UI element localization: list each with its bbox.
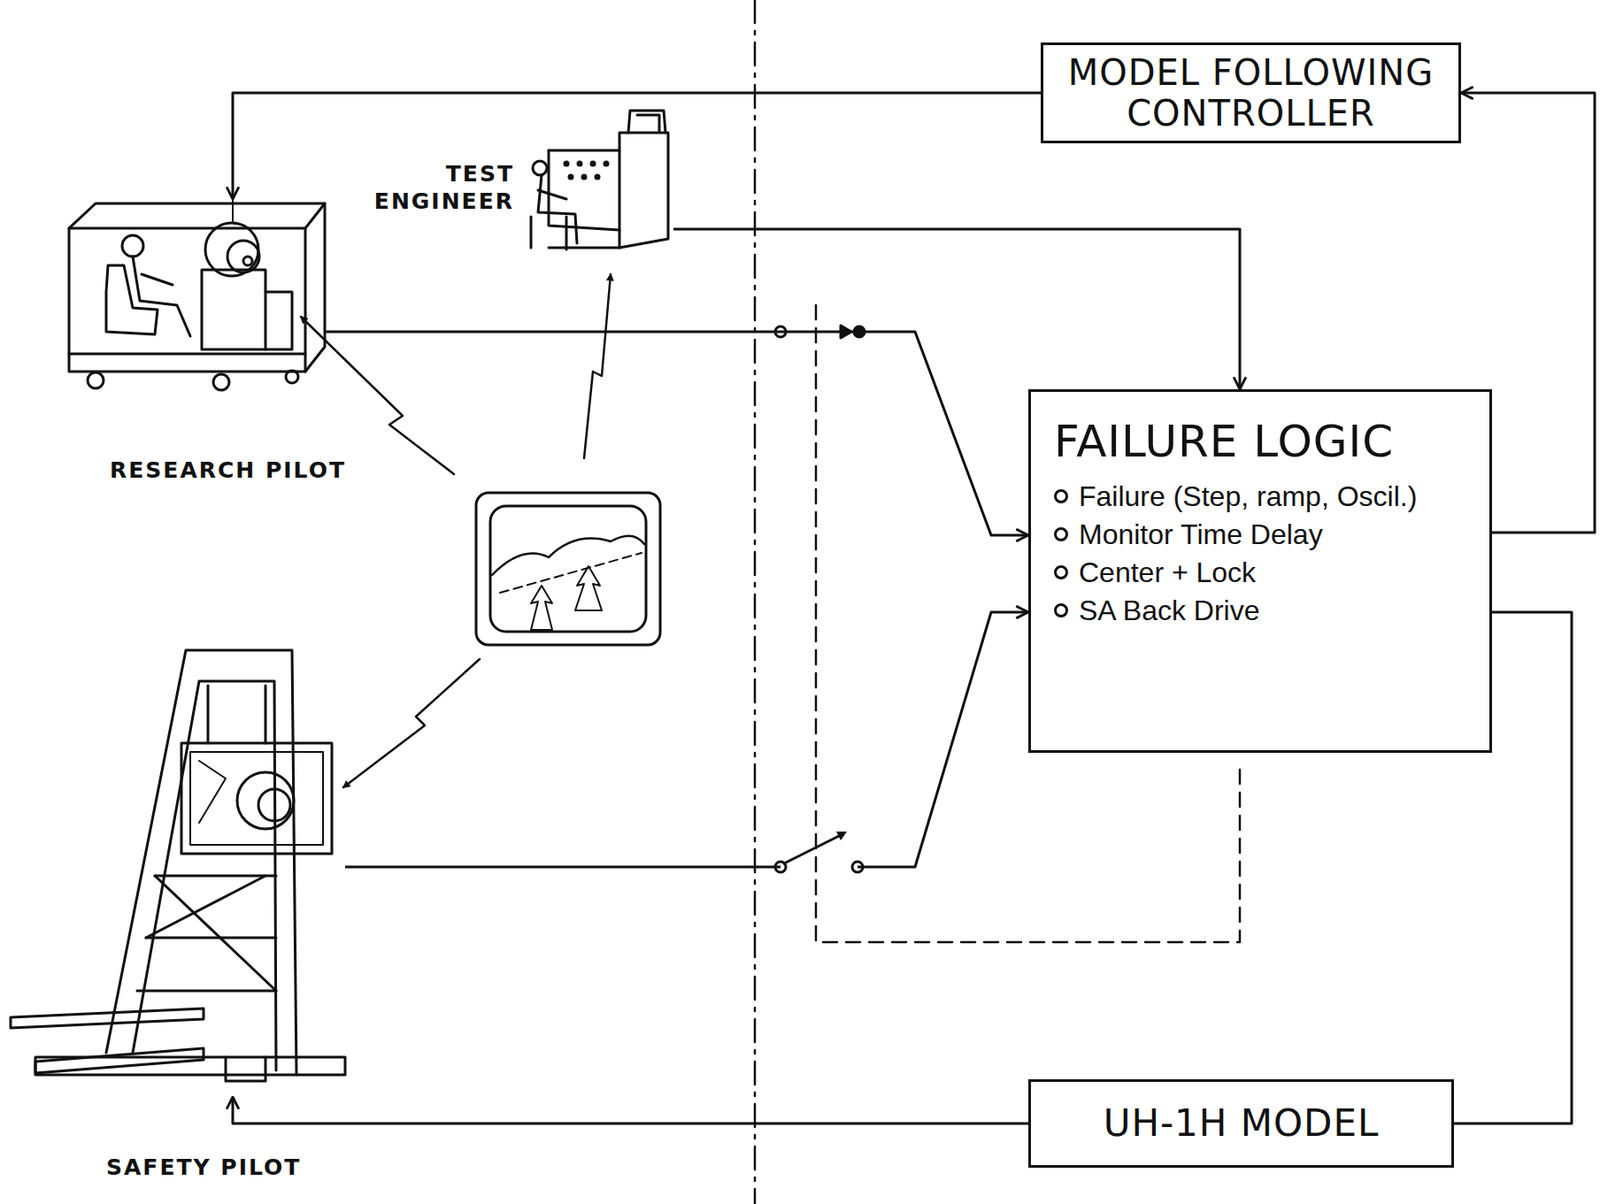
model-box: UH-1H MODEL [1028,1079,1454,1169]
research-pilot-station: RESEARCH PILOT [62,199,325,393]
station-label: SAFETY PILOT [103,1153,370,1183]
bullet-dot [1053,603,1069,618]
signal-connector [232,1097,1029,1124]
controller-box: MODEL FOLLOWING CONTROLLER [1040,42,1462,144]
divider-line [753,0,757,1204]
box-heading: FAILURE LOGIC [1053,416,1469,469]
bullet-text: SA Back Drive [1078,594,1261,628]
box-label: MODEL FOLLOWING CONTROLLER [1055,52,1447,134]
safety-stand [10,650,346,1082]
bullet-text: Failure (Step, ramp, Oscil.) [1078,480,1417,514]
switch [775,325,865,873]
bullet-dot [1053,565,1069,580]
bullet-dot [1053,489,1069,504]
engineer-console [530,110,669,250]
signal-connector [345,612,1029,868]
station-label: RESEARCH PILOT [107,455,400,485]
bullet-text: Center + Lock [1078,556,1256,590]
scene-monitor [476,492,661,646]
signal-connector [232,92,1041,200]
bullet-item: SA Back Drive [1053,594,1469,628]
station-label: TEST ENGINEER [368,159,517,217]
radio-link [584,274,611,459]
bullet-dot [1053,527,1069,542]
safety-pilot-station: SAFETY PILOT [7,645,346,1098]
research-cab [69,199,325,391]
signal-connector [673,229,1240,390]
box-label: UH-1H MODEL [1043,1102,1439,1146]
radio-link [300,316,454,475]
bullet-item: Failure (Step, ramp, Oscil.) [1053,480,1469,514]
engineer-station: TEST ENGINEER [520,120,674,251]
bullet-item: Center + Lock [1053,556,1469,590]
bullet-item: Monitor Time Delay [1053,518,1469,552]
radio-link [343,659,480,788]
bullet-text: Monitor Time Delay [1078,518,1324,552]
signal-connector [324,331,1029,536]
failure-logic-box: FAILURE LOGIC Failure (Step, ramp, Oscil.… [1028,389,1493,754]
